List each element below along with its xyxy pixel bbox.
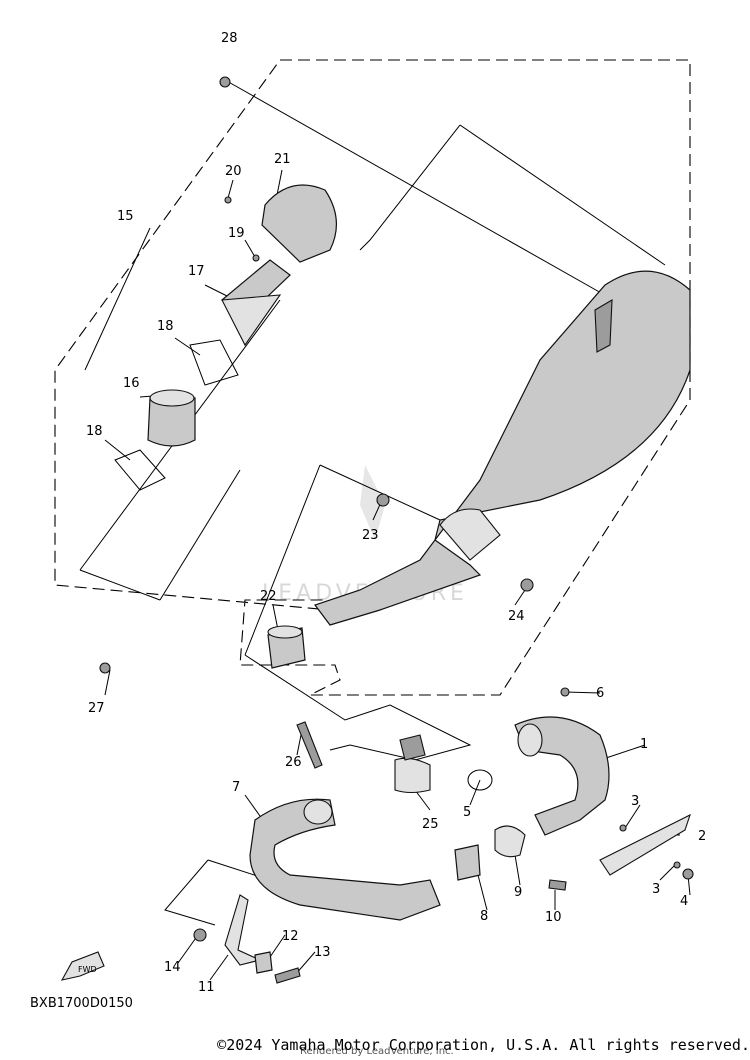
muffler-body — [314, 270, 691, 626]
header-pipe-1 — [514, 716, 610, 836]
callout-18-upper: 18 — [157, 319, 174, 334]
gasket-22 — [267, 625, 306, 669]
gasket-5 — [467, 769, 493, 791]
callout-12: 12 — [282, 929, 299, 944]
callout-20: 20 — [225, 164, 242, 179]
callout-25: 25 — [422, 817, 439, 832]
rendered-by-note: Rendered by LeadVenture, Inc. — [300, 1046, 454, 1057]
gasket-18-lower — [114, 449, 166, 491]
callout-7: 7 — [232, 780, 240, 795]
callout-17: 17 — [188, 264, 205, 279]
callout-14: 14 — [164, 960, 181, 975]
callout-3-upper: 3 — [631, 794, 639, 809]
fwd-label: FWD — [78, 965, 97, 974]
callout-16: 16 — [123, 376, 140, 391]
callout-13: 13 — [314, 945, 331, 960]
end-cap-21 — [261, 184, 338, 263]
callout-1: 1 — [640, 737, 648, 752]
callouts: 28 21 20 15 19 17 18 16 18 23 22 24 27 6… — [86, 31, 706, 995]
gasket-18-upper — [189, 339, 239, 386]
stay-2 — [599, 813, 691, 876]
callout-22: 22 — [260, 589, 277, 604]
callout-11: 11 — [198, 980, 215, 995]
fwd-arrow-icon: FWD — [60, 951, 105, 981]
callout-26: 26 — [285, 755, 302, 770]
callout-5: 5 — [463, 805, 471, 820]
callout-27: 27 — [88, 701, 105, 716]
callout-9: 9 — [514, 885, 522, 900]
copyright-notice: ©2024 Yamaha Motor Corporation, U.S.A. A… — [217, 1036, 750, 1054]
damper-12 — [254, 951, 273, 974]
gasket-8 — [454, 844, 481, 881]
callout-4: 4 — [680, 894, 688, 909]
callout-21: 21 — [274, 152, 291, 167]
callout-23: 23 — [362, 528, 379, 543]
callout-24: 24 — [508, 609, 525, 624]
bolts — [99, 76, 694, 984]
callout-18-lower: 18 — [86, 424, 103, 439]
header-pipe-7 — [249, 798, 441, 921]
bracket-pipe-box — [244, 464, 472, 761]
callout-8: 8 — [480, 909, 488, 924]
callout-19: 19 — [228, 226, 245, 241]
callout-2: 2 — [698, 829, 706, 844]
clamp-25 — [394, 734, 431, 794]
baffle-16 — [147, 389, 196, 447]
bracket-inner-kit — [79, 299, 281, 601]
callout-15: 15 — [117, 209, 134, 224]
inner-pipe-17 — [221, 259, 291, 347]
assembly-outline-15 — [54, 59, 691, 696]
callout-28: 28 — [221, 31, 238, 46]
callout-10: 10 — [545, 910, 562, 925]
clamp-9 — [494, 825, 526, 858]
bracket-muffler — [359, 124, 666, 266]
bracket-11 — [224, 894, 262, 966]
callout-3-lower: 3 — [652, 882, 660, 897]
callout-6: 6 — [596, 686, 604, 701]
diagram-code: BXB1700D0150 — [30, 996, 133, 1011]
leader-lines — [84, 79, 691, 981]
